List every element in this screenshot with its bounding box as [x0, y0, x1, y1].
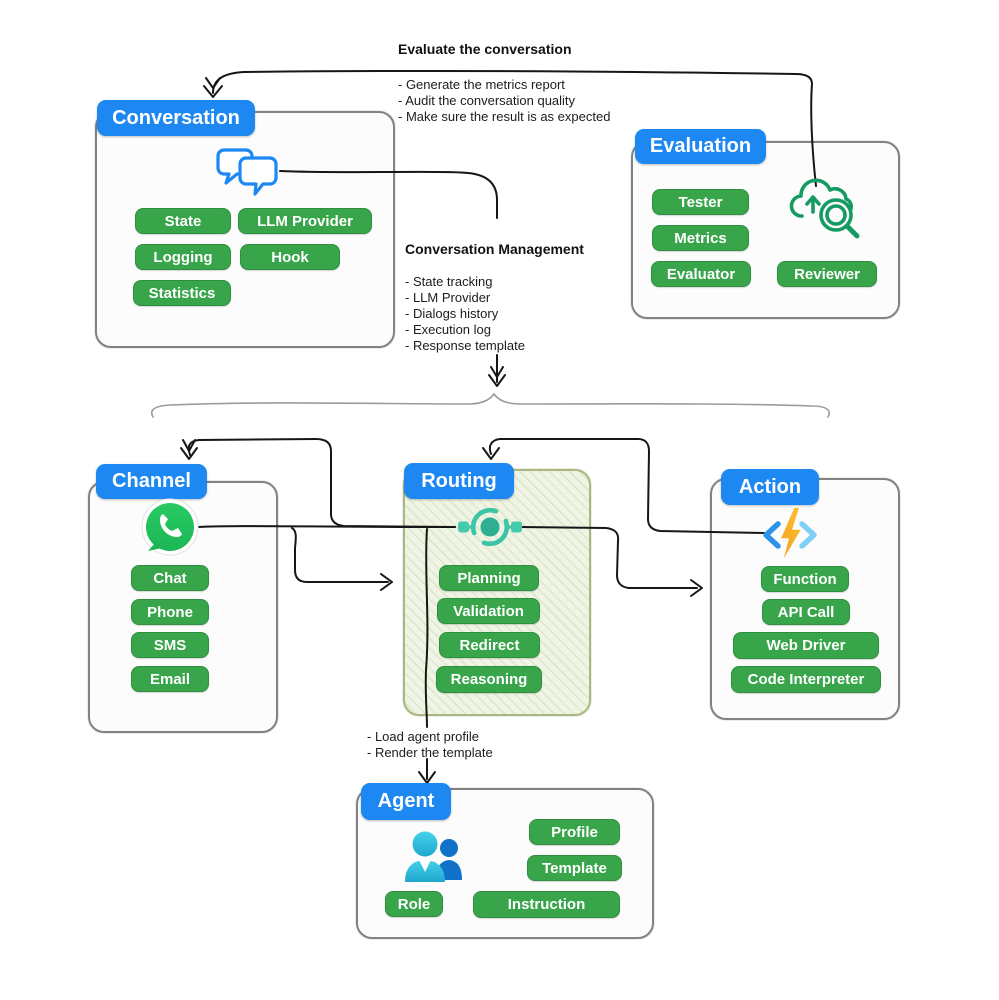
- chat-bubbles-icon: [210, 144, 290, 209]
- pill-reviewer: Reviewer: [777, 261, 877, 287]
- evaluate-note: Evaluate the conversation - Generate the…: [398, 41, 668, 125]
- evaluate-note-line: - Make sure the result is as expected: [398, 109, 611, 124]
- evaluate-note-line: - Audit the conversation quality: [398, 93, 576, 108]
- action-header: Action: [721, 469, 819, 505]
- pill-chat: Chat: [131, 565, 209, 591]
- pill-api-call: API Call: [762, 599, 850, 625]
- routing-header: Routing: [404, 463, 514, 499]
- load-balancer-icon: [450, 497, 530, 562]
- pill-instruction: Instruction: [473, 891, 620, 918]
- management-note-line: - LLM Provider: [405, 290, 491, 305]
- management-note-line: - State tracking: [405, 274, 493, 289]
- agent-note: - Load agent profile - Render the templa…: [367, 729, 527, 761]
- pill-planning: Planning: [439, 565, 539, 591]
- pill-hook: Hook: [240, 244, 340, 270]
- wire-branch-to-routing: [291, 527, 389, 583]
- pill-phone: Phone: [131, 599, 209, 625]
- conversation-header: Conversation: [97, 100, 255, 136]
- whatsapp-icon: [141, 498, 199, 561]
- management-note-line: - Execution log: [405, 322, 491, 337]
- pill-template: Template: [527, 855, 622, 881]
- agent-note-line: - Load agent profile: [367, 729, 480, 744]
- pill-evaluator: Evaluator: [651, 261, 751, 287]
- pill-sms: SMS: [131, 632, 209, 658]
- management-note-title: Conversation Management: [405, 241, 584, 257]
- pill-tester: Tester: [652, 189, 749, 215]
- pill-redirect: Redirect: [439, 632, 540, 658]
- evaluation-header: Evaluation: [635, 129, 766, 164]
- pill-metrics: Metrics: [652, 225, 749, 251]
- pill-statistics: Statistics: [133, 280, 231, 306]
- pill-email: Email: [131, 666, 209, 692]
- lightning-code-icon: [758, 505, 822, 570]
- management-note: Conversation Management - State tracking…: [405, 241, 625, 354]
- pill-llm-provider: LLM Provider: [238, 208, 372, 234]
- pill-state: State: [135, 208, 231, 234]
- management-note-line: - Dialogs history: [405, 306, 499, 321]
- pill-function: Function: [761, 566, 849, 592]
- pill-role: Role: [385, 891, 443, 917]
- people-icon: [392, 830, 477, 895]
- agent-header: Agent: [361, 783, 451, 820]
- pill-profile: Profile: [529, 819, 620, 845]
- channel-header: Channel: [96, 464, 207, 499]
- evaluate-note-line: - Generate the metrics report: [398, 77, 565, 92]
- brace: [150, 392, 830, 418]
- agent-note-line: - Render the template: [367, 745, 493, 760]
- pill-web-driver: Web Driver: [733, 632, 879, 659]
- management-note-line: - Response template: [405, 338, 525, 353]
- pill-code-interpreter: Code Interpreter: [731, 666, 881, 693]
- pill-validation: Validation: [437, 598, 540, 624]
- evaluate-note-title: Evaluate the conversation: [398, 41, 572, 57]
- pill-reasoning: Reasoning: [436, 666, 542, 693]
- cloud-search-icon: [788, 174, 870, 251]
- pill-logging: Logging: [135, 244, 231, 270]
